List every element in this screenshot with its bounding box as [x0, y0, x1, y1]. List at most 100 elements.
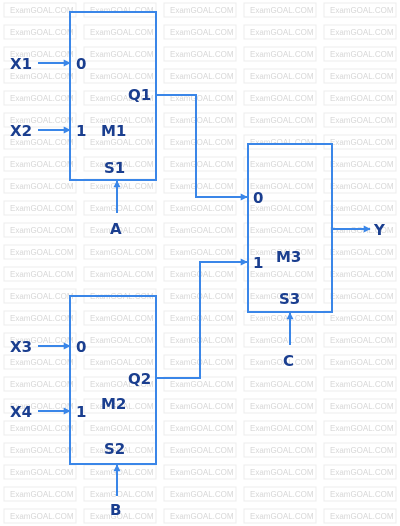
watermark-text: ExamGOAL.COM: [170, 446, 234, 455]
watermark-text: ExamGOAL.COM: [170, 160, 234, 169]
watermark-cell: [163, 464, 237, 480]
watermark-cell: [323, 266, 397, 282]
watermark-text: ExamGOAL.COM: [170, 94, 234, 103]
watermark-text: ExamGOAL.COM: [170, 72, 234, 81]
watermark-cell: [323, 464, 397, 480]
watermark-cell: [3, 420, 77, 436]
watermark-cell: [3, 376, 77, 392]
watermark-cell: [3, 68, 77, 84]
watermark-text: ExamGOAL.COM: [330, 116, 394, 125]
watermark-cell: [163, 112, 237, 128]
watermark-cell: [163, 156, 237, 172]
watermark-text: ExamGOAL.COM: [90, 380, 154, 389]
watermark-cell: [3, 2, 77, 18]
watermark-text: ExamGOAL.COM: [10, 490, 74, 499]
watermark-text: ExamGOAL.COM: [10, 512, 74, 521]
watermark-cell: [323, 310, 397, 326]
watermark-cell: [323, 486, 397, 502]
watermark-text: ExamGOAL.COM: [10, 160, 74, 169]
m1-output-label: Q1: [128, 86, 151, 104]
watermark-text: ExamGOAL.COM: [250, 336, 314, 345]
watermark-cell: [323, 354, 397, 370]
watermark-text: ExamGOAL.COM: [170, 468, 234, 477]
watermark-text: ExamGOAL.COM: [250, 446, 314, 455]
m1-select-input-label: A: [110, 220, 122, 238]
watermark-text: ExamGOAL.COM: [90, 358, 154, 367]
watermark-cell: [243, 376, 317, 392]
watermark-text: ExamGOAL.COM: [90, 314, 154, 323]
watermark-text: ExamGOAL.COM: [90, 116, 154, 125]
watermark-text: ExamGOAL.COM: [10, 402, 74, 411]
watermark-text: ExamGOAL.COM: [250, 72, 314, 81]
watermark-text: ExamGOAL.COM: [330, 50, 394, 59]
watermark-cell: [163, 244, 237, 260]
watermark-cell: [83, 266, 157, 282]
watermark-text: ExamGOAL.COM: [250, 6, 314, 15]
watermark-text: ExamGOAL.COM: [330, 6, 394, 15]
watermark-text: ExamGOAL.COM: [10, 358, 74, 367]
watermark-text: ExamGOAL.COM: [330, 28, 394, 37]
watermark-text: ExamGOAL.COM: [250, 314, 314, 323]
m2-input0-label: X3: [10, 338, 32, 356]
watermark-cell: [243, 134, 317, 150]
watermark-cell: [243, 442, 317, 458]
watermark-text: ExamGOAL.COM: [90, 424, 154, 433]
watermark-cell: [323, 112, 397, 128]
watermark-text: ExamGOAL.COM: [10, 336, 74, 345]
watermark-cell: [243, 68, 317, 84]
watermark-cell: [3, 200, 77, 216]
watermark-text: ExamGOAL.COM: [330, 204, 394, 213]
watermark-cell: [163, 46, 237, 62]
watermark-text: ExamGOAL.COM: [330, 314, 394, 323]
watermark-cell: [3, 112, 77, 128]
watermark-cell: [323, 398, 397, 414]
m2-port1-label: 1: [76, 403, 86, 421]
watermark-text: ExamGOAL.COM: [330, 336, 394, 345]
m3-output-label: Y: [373, 221, 386, 239]
watermark-text: ExamGOAL.COM: [10, 380, 74, 389]
watermark-cell: [323, 420, 397, 436]
watermark-cell: [243, 288, 317, 304]
watermark-text: ExamGOAL.COM: [90, 270, 154, 279]
watermark-cell: [323, 178, 397, 194]
watermark-cell: [243, 244, 317, 260]
watermark-cell: [243, 332, 317, 348]
watermark-text: ExamGOAL.COM: [170, 226, 234, 235]
watermark-text: ExamGOAL.COM: [330, 270, 394, 279]
watermark-text: ExamGOAL.COM: [10, 204, 74, 213]
watermark-cell: [243, 24, 317, 40]
watermark-cell: [243, 156, 317, 172]
watermark-cell: [163, 178, 237, 194]
watermark-text: ExamGOAL.COM: [90, 160, 154, 169]
watermark-text: ExamGOAL.COM: [90, 182, 154, 191]
watermark-text: ExamGOAL.COM: [250, 380, 314, 389]
watermark-cell: [3, 508, 77, 524]
m2-select-input-label: B: [110, 501, 121, 519]
watermark-cell: [243, 222, 317, 238]
watermark-text: ExamGOAL.COM: [330, 72, 394, 81]
watermark-cell: [3, 24, 77, 40]
watermark-text: ExamGOAL.COM: [250, 94, 314, 103]
watermark-text: ExamGOAL.COM: [170, 138, 234, 147]
watermark-text: ExamGOAL.COM: [250, 138, 314, 147]
watermark-text: ExamGOAL.COM: [170, 28, 234, 37]
watermark-text: ExamGOAL.COM: [10, 138, 74, 147]
watermark-cell: [3, 486, 77, 502]
m2-input1-label: X4: [10, 403, 32, 421]
watermark-text: ExamGOAL.COM: [330, 424, 394, 433]
watermark-text: ExamGOAL.COM: [330, 292, 394, 301]
watermark-cell: [163, 508, 237, 524]
watermark-text: ExamGOAL.COM: [250, 402, 314, 411]
watermark-text: ExamGOAL.COM: [170, 490, 234, 499]
watermark-text: ExamGOAL.COM: [90, 94, 154, 103]
watermark-text: ExamGOAL.COM: [90, 490, 154, 499]
m1-input0-label: X1: [10, 55, 32, 73]
watermark-cell: [3, 464, 77, 480]
watermark-text: ExamGOAL.COM: [90, 446, 154, 455]
watermark-text: ExamGOAL.COM: [10, 314, 74, 323]
mux-m2-box: [69, 295, 157, 465]
watermark-text: ExamGOAL.COM: [250, 28, 314, 37]
watermark-text: ExamGOAL.COM: [330, 490, 394, 499]
watermark-text: ExamGOAL.COM: [330, 512, 394, 521]
watermark-text: ExamGOAL.COM: [250, 204, 314, 213]
